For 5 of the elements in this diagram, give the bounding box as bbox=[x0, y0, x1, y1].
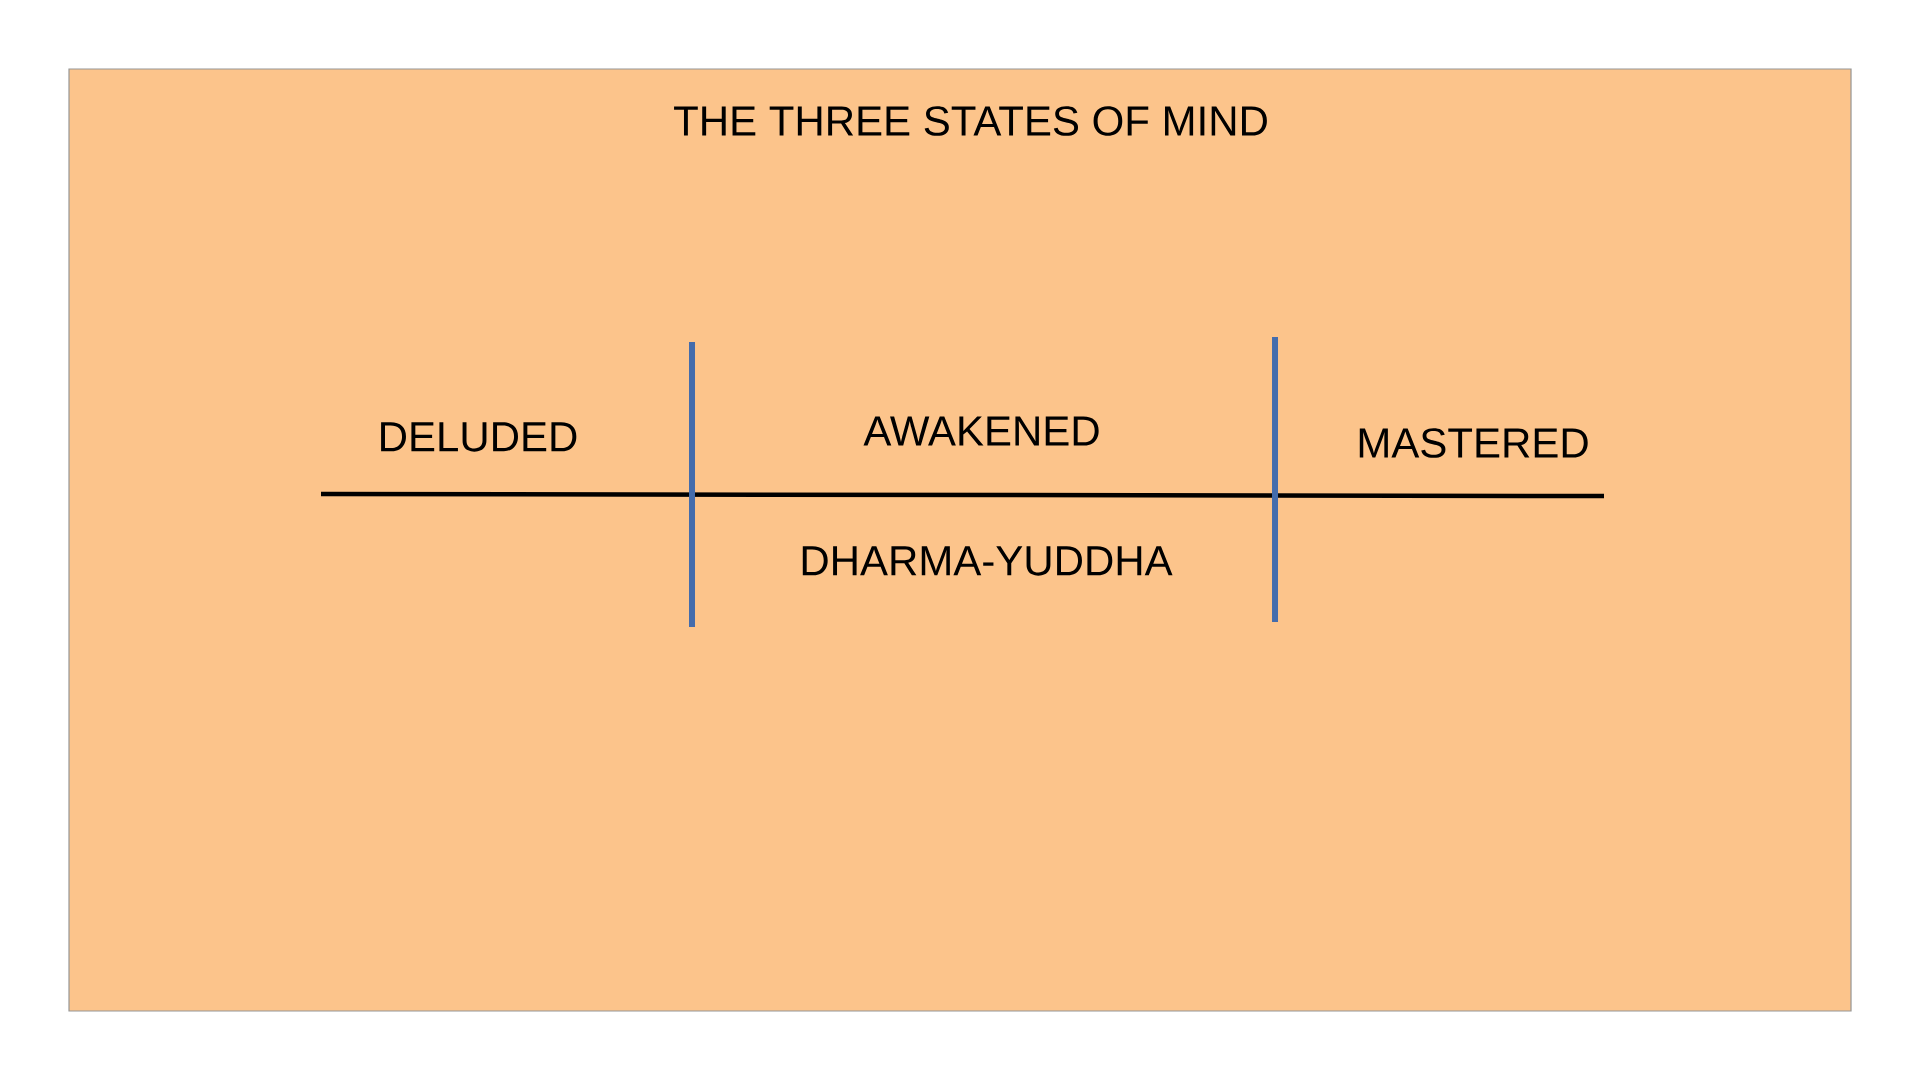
state-label: DHARMA-YUDDHA bbox=[802, 546, 1173, 576]
title: THE THREE STATES OF MIND bbox=[674, 106, 1267, 136]
state-label: DELUDED bbox=[381, 422, 577, 452]
state-label: AWAKENED bbox=[863, 416, 1099, 446]
state-label: MASTERED bbox=[1359, 428, 1588, 458]
